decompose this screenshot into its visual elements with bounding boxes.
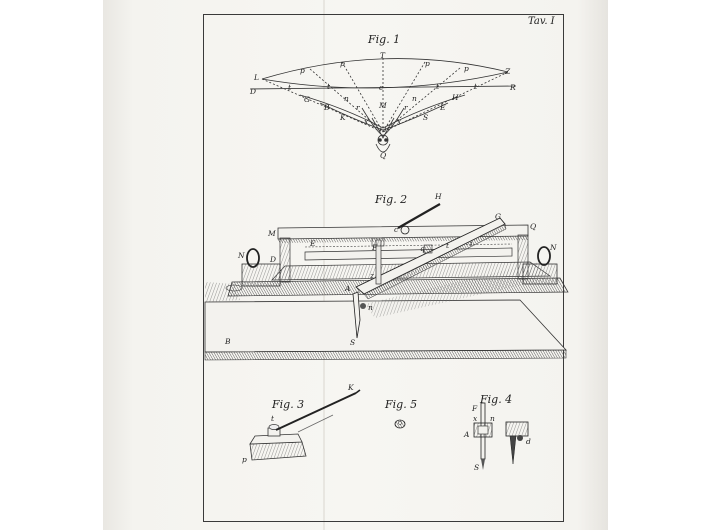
letter: t: [474, 82, 478, 91]
letter: r: [404, 103, 408, 112]
letter: c: [394, 225, 399, 234]
letter: x: [473, 414, 478, 423]
letter: t: [288, 83, 292, 92]
letter: H: [451, 93, 459, 102]
letter: p: [242, 455, 247, 464]
letter: p: [425, 59, 430, 68]
fig-1-letters: L p p T p p Z D t t c t t R G n n H B r …: [249, 51, 516, 160]
letter: H: [434, 192, 442, 201]
letter: n: [368, 303, 373, 312]
letter: E: [309, 239, 316, 248]
fig-2-label: Fig. 2: [375, 193, 408, 206]
letter: K: [339, 113, 346, 122]
fig-5-label: Fig. 5: [385, 398, 418, 411]
letter: N: [237, 251, 245, 260]
fig-3-label: Fig. 3: [272, 398, 305, 411]
fig-4-label: Fig. 4: [480, 393, 513, 406]
plate-border: [203, 14, 564, 522]
letter: K: [347, 383, 354, 392]
letter: x: [364, 117, 369, 126]
letter: i: [470, 239, 473, 248]
letter: T: [380, 51, 386, 60]
letter: x: [397, 117, 402, 126]
fig-4-letters: F x n A S d: [463, 404, 531, 472]
letter: p: [464, 64, 469, 73]
letter: M: [267, 229, 276, 238]
letter: B: [224, 337, 231, 346]
letter: t: [446, 241, 450, 250]
letter: F: [471, 404, 478, 413]
letter: t: [436, 82, 440, 91]
letter: F: [371, 243, 378, 252]
letter: n: [344, 94, 349, 103]
letter: p: [300, 66, 305, 75]
fig-1-label: Fig. 1: [368, 33, 401, 46]
page-fold: [323, 0, 325, 530]
fig-1-diagram: [249, 58, 517, 153]
letter: D: [269, 255, 276, 264]
fig-2-letters: H G M Q E F c q t i N N D A z n S B: [224, 192, 557, 347]
letter: G: [304, 95, 310, 104]
letter: r: [356, 103, 360, 112]
letter: B: [323, 103, 330, 112]
letter: E: [439, 103, 446, 112]
letter: Z: [504, 67, 511, 76]
letter: A: [463, 430, 470, 439]
plate-title: Tav. I: [528, 16, 555, 27]
fig-4-detail: [473, 402, 529, 470]
letter: q: [420, 244, 425, 253]
letter: Q: [530, 222, 536, 231]
letter: D: [249, 87, 256, 96]
letter: R: [509, 83, 516, 92]
fig-5-detail: [394, 419, 406, 429]
letter: N: [549, 243, 557, 252]
fig-3-letters: K t p: [242, 383, 354, 464]
fig-3-detail: [249, 389, 361, 461]
letter: L: [253, 73, 259, 82]
letter: Q: [380, 151, 386, 160]
letter: z: [369, 271, 374, 280]
letter: G: [495, 212, 501, 221]
letter: t: [327, 82, 331, 91]
letter: n: [490, 414, 495, 423]
letter: S: [423, 113, 428, 122]
letter: S: [350, 338, 355, 347]
fig-2-instrument: [204, 203, 569, 361]
letter: t: [271, 414, 275, 423]
letter: S: [474, 463, 479, 472]
letter: p: [340, 59, 345, 68]
letter: M: [378, 101, 387, 110]
letter: c: [379, 83, 384, 92]
letter: n: [412, 94, 417, 103]
letter: d: [526, 437, 531, 446]
letter: A: [344, 284, 351, 293]
